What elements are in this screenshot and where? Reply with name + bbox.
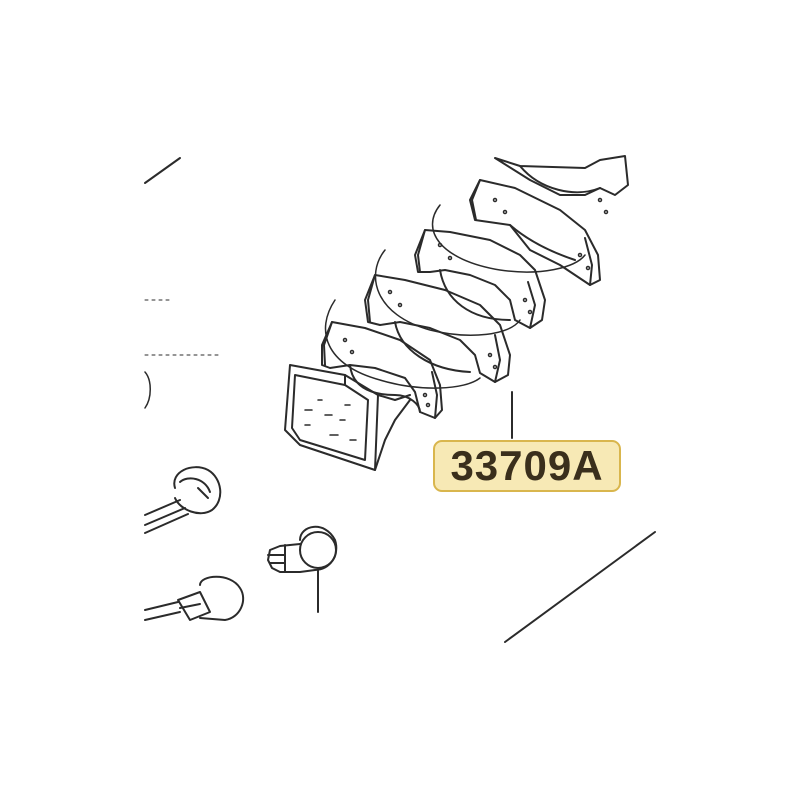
housing-outline (144, 157, 656, 643)
gasket-stack-icon (321, 155, 629, 419)
bulb-icon (267, 525, 338, 613)
socket-icon (144, 575, 245, 621)
part-number-label: 33709A (433, 440, 621, 492)
socket-icon (144, 466, 222, 534)
license-lamp-lens-icon (284, 364, 411, 471)
